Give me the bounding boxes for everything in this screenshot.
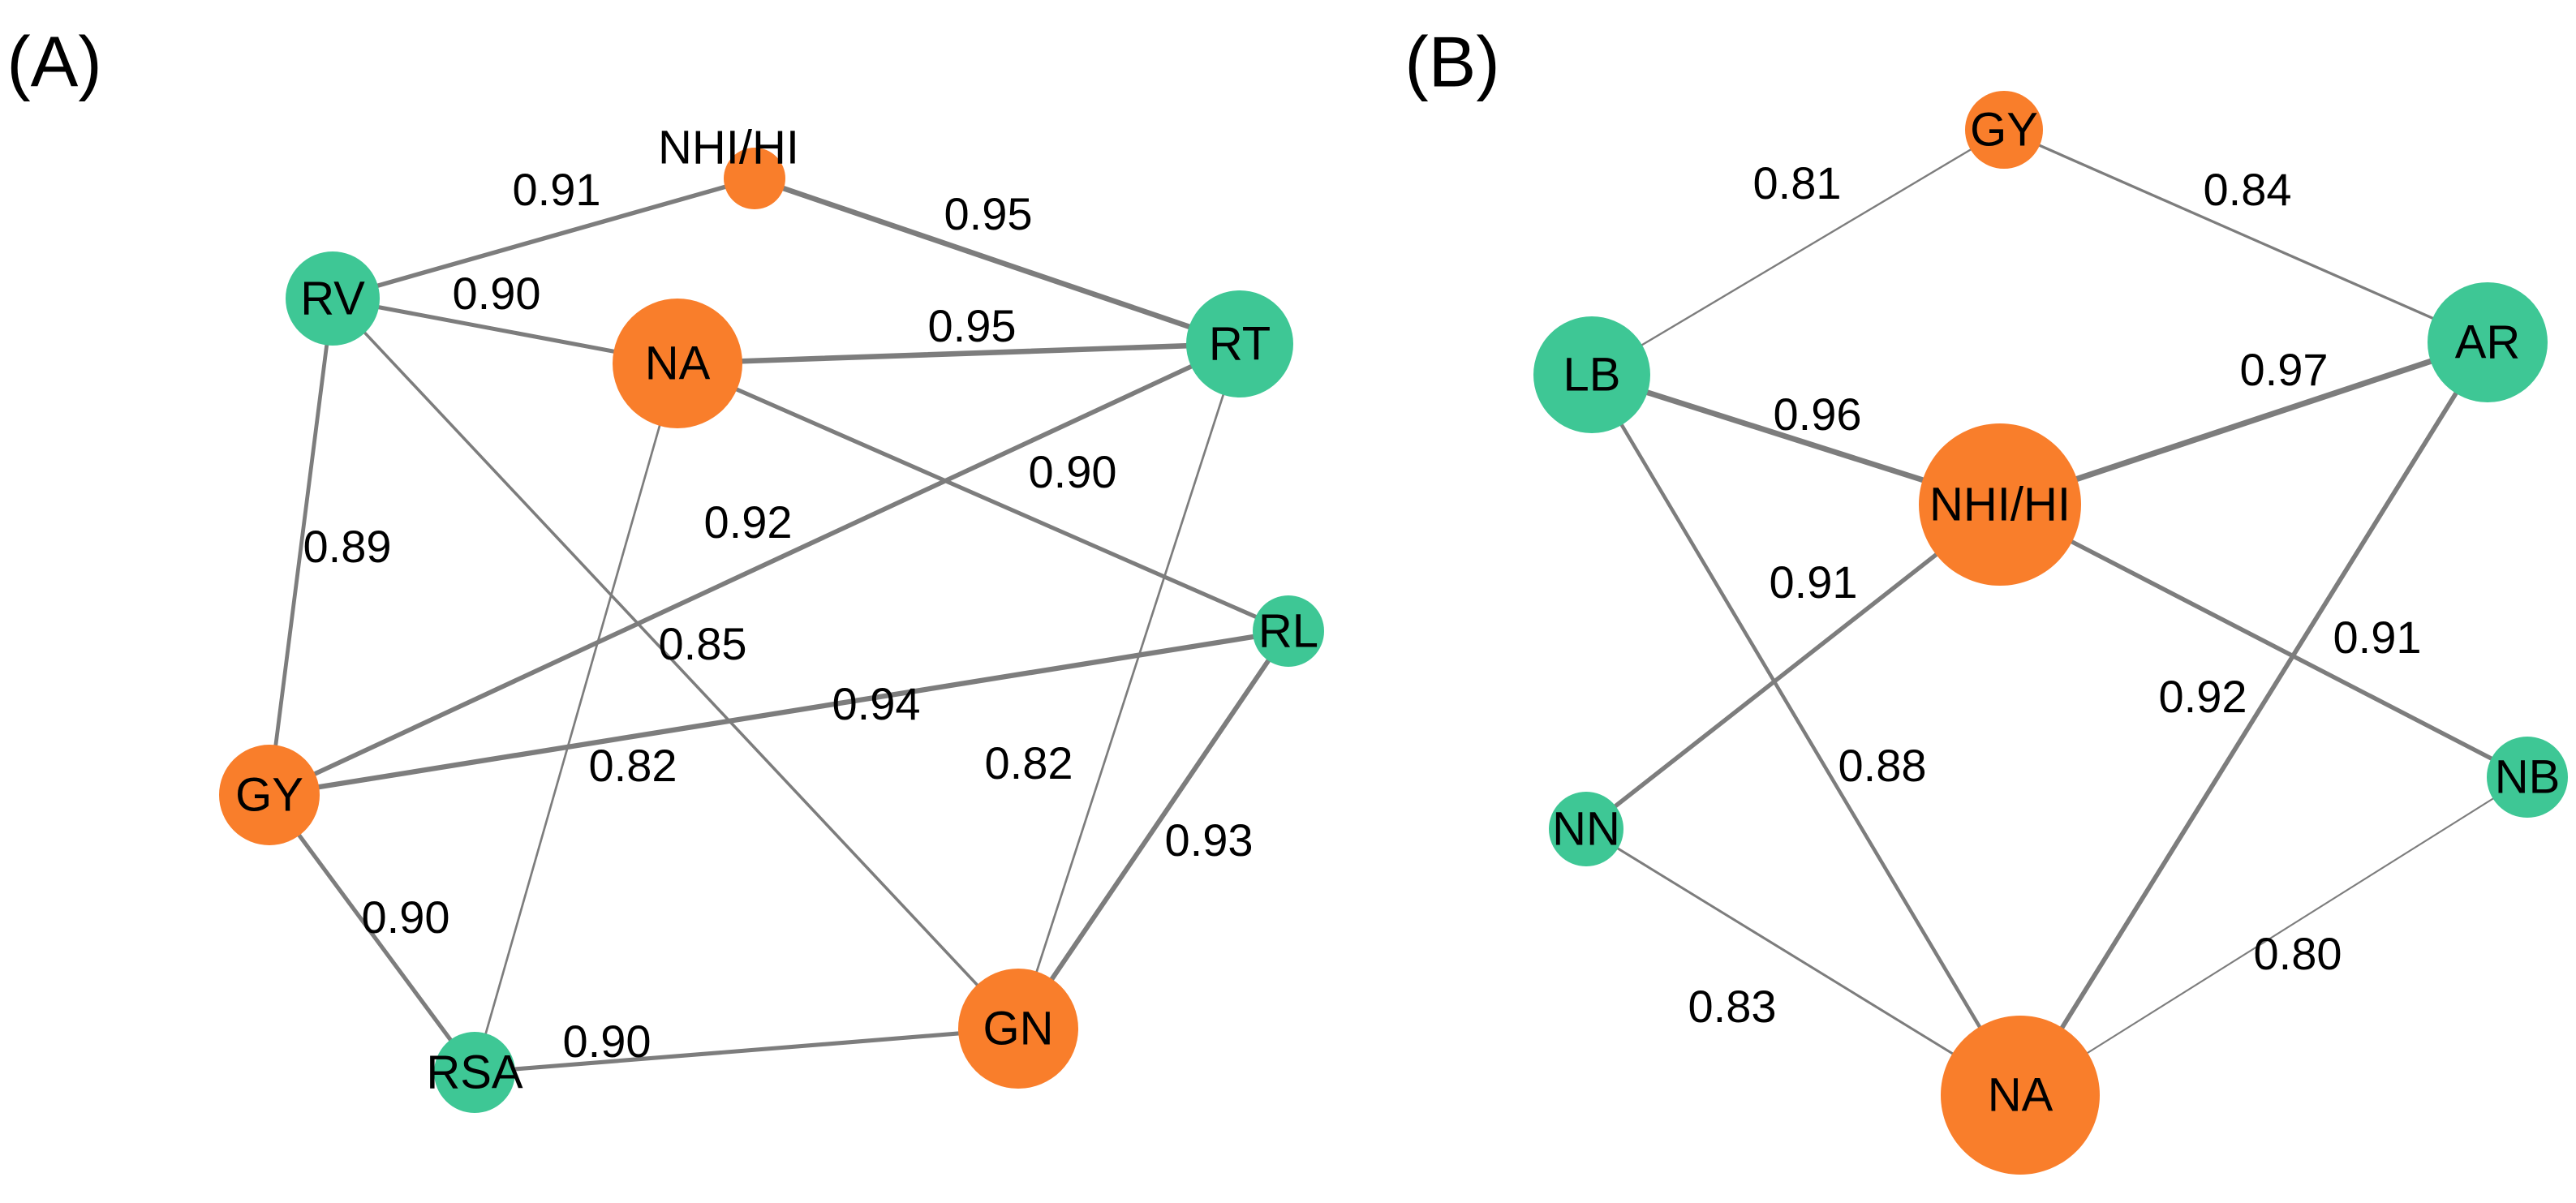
edge-a-rv-gn xyxy=(331,297,1020,1030)
edge-b-lb-gy xyxy=(1590,128,2006,376)
node-b-na xyxy=(1941,1016,2100,1175)
edge-a-rv-gy xyxy=(267,296,335,797)
edge-weight-label-b-nhi-hi-ar: 0.97 xyxy=(2240,344,2329,395)
edge-b-lb-na xyxy=(1589,372,2023,1098)
node-label-b-na: NA xyxy=(1988,1069,2053,1122)
panel-a-letter: (A) xyxy=(6,22,101,102)
node-label-b-ar: AR xyxy=(2455,316,2521,369)
node-a-rl xyxy=(1253,595,1324,667)
node-label-a-rsa: RSA xyxy=(426,1046,523,1099)
node-b-gy xyxy=(1965,91,2043,169)
edge-weight-label-a-rv-gy: 0.89 xyxy=(303,521,392,572)
edge-weight-label-a-rv-gn: 0.85 xyxy=(659,618,747,669)
node-label-a-rt: RT xyxy=(1209,318,1271,371)
edge-b-na-nb xyxy=(2019,776,2529,1097)
node-b-lb xyxy=(1533,316,1650,433)
edge-a-rv-nhi-hi xyxy=(330,176,757,301)
edge-weight-label-a-na-rsa: 0.82 xyxy=(589,740,677,791)
edge-a-na-rt xyxy=(674,341,1243,367)
edge-a-na-rsa xyxy=(473,362,679,1074)
panel-b-letter: (B) xyxy=(1404,22,1499,102)
edges-layer xyxy=(266,128,2530,1098)
nodes-layer xyxy=(219,91,2568,1175)
node-label-b-nn: NN xyxy=(1552,803,1620,856)
node-b-nb xyxy=(2487,737,2568,818)
node-label-a-rl: RL xyxy=(1258,605,1318,658)
edge-a-gy-rl xyxy=(266,628,1292,798)
edge-b-nhi-hi-nb xyxy=(1998,502,2530,780)
node-label-a-gy: GY xyxy=(235,769,303,822)
edge-weight-label-a-gy-rsa: 0.90 xyxy=(362,892,450,943)
node-label-b-lb: LB xyxy=(1563,349,1621,402)
edge-weight-label-b-na-nb: 0.80 xyxy=(2254,928,2342,979)
edge-b-gy-ar xyxy=(2002,128,2489,344)
edge-a-nhi-hi-rt xyxy=(751,175,1243,347)
edge-weight-label-b-nhi-hi-nn: 0.91 xyxy=(1770,556,1858,608)
edge-weight-label-a-nhi-hi-rt: 0.95 xyxy=(944,188,1033,239)
edge-weight-label-a-rv-na: 0.90 xyxy=(453,268,541,319)
node-b-ar xyxy=(2428,282,2548,402)
edge-weight-label-b-gy-ar: 0.84 xyxy=(2204,164,2292,215)
edge-weight-label-a-rl-gn: 0.93 xyxy=(1165,814,1254,866)
edge-weight-label-a-na-rt: 0.95 xyxy=(928,300,1017,351)
node-label-a-rv: RV xyxy=(300,273,365,325)
node-a-rv xyxy=(286,251,380,346)
edge-a-gy-rsa xyxy=(267,793,477,1075)
node-label-a-na: NA xyxy=(645,337,711,390)
node-a-gy xyxy=(219,745,320,845)
edge-a-na-rl xyxy=(675,361,1291,634)
edge-weight-label-a-rv-nhi-hi: 0.91 xyxy=(513,164,601,215)
node-a-na xyxy=(613,299,742,428)
node-label-b-nhi-hi: NHI/HI xyxy=(1929,479,2071,531)
edge-weight-label-b-nhi-hi-nb: 0.91 xyxy=(2333,612,2422,663)
edge-b-nn-na xyxy=(1585,827,2022,1097)
edge-b-ar-na xyxy=(2018,340,2490,1098)
node-a-rsa xyxy=(434,1032,515,1113)
edge-b-nhi-hi-ar xyxy=(1997,339,2491,508)
labels-layer: 0.91 0.95 0.90 0.95 0.89 0.92 0.90 0.85 0.94 0.82… xyxy=(6,22,2560,1122)
node-b-nn xyxy=(1549,792,1623,866)
edge-weight-label-b-lb-nhi-hi: 0.96 xyxy=(1774,389,1862,440)
node-a-rt xyxy=(1186,290,1293,397)
node-a-gn xyxy=(958,969,1078,1089)
edge-a-rt-gn xyxy=(1017,342,1241,1030)
edge-weight-label-a-gy-rl: 0.94 xyxy=(832,678,921,729)
edge-a-rl-gn xyxy=(1016,629,1291,1031)
edge-weight-label-b-ar-na: 0.92 xyxy=(2159,671,2247,722)
edge-weight-label-a-rt-gn: 0.82 xyxy=(985,737,1073,788)
node-label-b-gy: GY xyxy=(1970,104,2038,157)
node-label-a-nhi-hi: NHI/HI xyxy=(658,122,799,174)
edge-weight-label-b-lb-na: 0.88 xyxy=(1838,740,1927,791)
edge-a-rsa-gn xyxy=(472,1026,1021,1075)
edge-weight-label-a-na-rl: 0.90 xyxy=(1029,446,1117,497)
node-a-nhi-hi xyxy=(724,148,785,209)
edge-b-nhi-hi-nn xyxy=(1584,502,2002,831)
node-label-b-nb: NB xyxy=(2495,751,2561,804)
edge-weight-label-a-gy-rt: 0.92 xyxy=(704,496,793,548)
edge-weight-label-b-nn-na: 0.83 xyxy=(1688,981,1777,1032)
edge-weight-label-a-rsa-gn: 0.90 xyxy=(563,1016,652,1067)
edge-a-gy-rt xyxy=(267,342,1242,797)
node-label-a-gn: GN xyxy=(983,1003,1054,1055)
edge-weight-label-b-lb-gy: 0.81 xyxy=(1753,157,1842,208)
node-b-nhi-hi xyxy=(1919,423,2081,586)
